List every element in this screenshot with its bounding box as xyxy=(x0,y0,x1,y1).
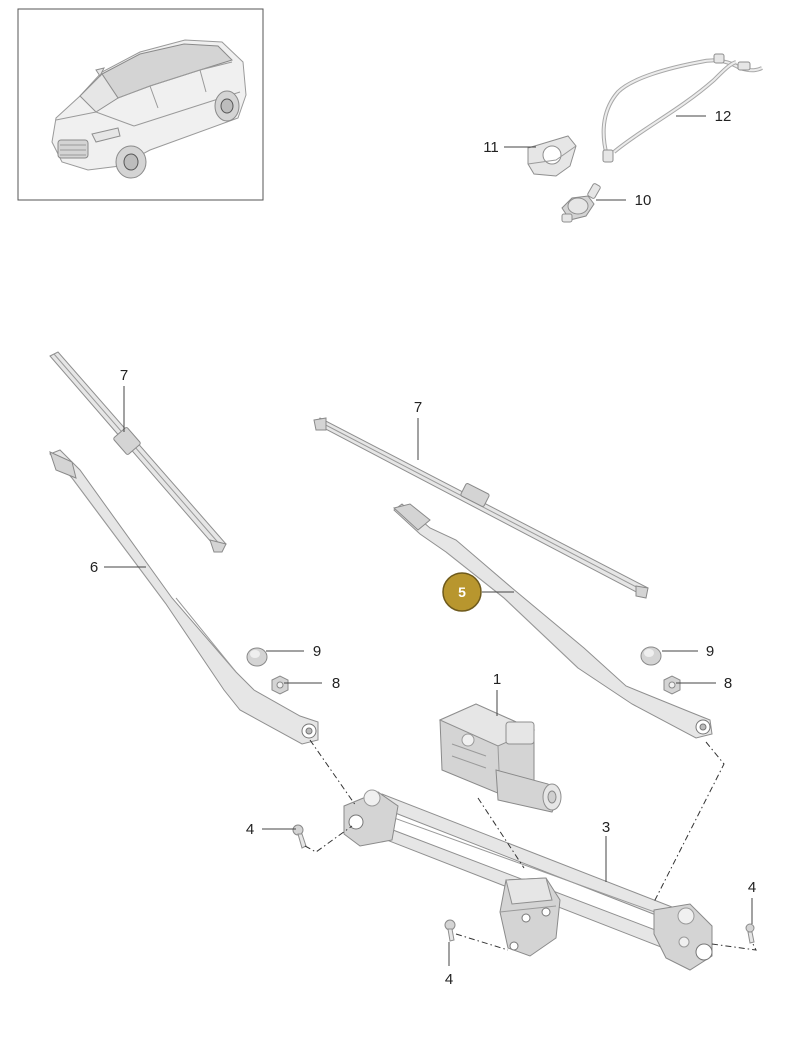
part-4-left-bolt xyxy=(292,824,307,849)
callout-5: 5 xyxy=(458,584,466,600)
part-7-left-wiper-blade xyxy=(49,351,227,553)
part-11-bracket-clip xyxy=(527,135,577,177)
part-6-left-wiper-arm xyxy=(49,449,319,745)
part-1-wiper-motor xyxy=(438,703,562,813)
part-4-bottom-bolt xyxy=(444,919,456,942)
callout-1: 1 xyxy=(493,671,501,688)
callout-9-left: 9 xyxy=(313,643,321,660)
callout-6: 6 xyxy=(90,559,98,576)
part-9-left-cap xyxy=(246,647,268,667)
callout-labels: 7 6 7 5 9 8 9 8 1 3 4 4 4 12 11 10 xyxy=(90,108,756,988)
part-10-washer-nozzle xyxy=(561,183,601,223)
callout-9-right: 9 xyxy=(706,643,714,660)
callout-7-right: 7 xyxy=(414,399,422,416)
part-7-right-wiper-blade xyxy=(313,417,649,599)
vehicle-illustration xyxy=(51,39,247,179)
callout-11: 11 xyxy=(483,139,499,156)
callout-7-left: 7 xyxy=(120,367,128,384)
callout-5-highlighted: 5 xyxy=(442,572,482,612)
callout-5-badge xyxy=(442,572,482,612)
part-3-wiper-linkage xyxy=(343,789,713,971)
part-5-right-wiper-arm xyxy=(392,503,713,739)
part-4-right-bolt xyxy=(745,923,755,944)
vehicle-thumbnail xyxy=(17,8,264,201)
callout-4-left: 4 xyxy=(246,821,254,838)
callout-10: 10 xyxy=(635,192,652,209)
part-8-left-nut xyxy=(271,675,289,695)
callout-4-right: 4 xyxy=(748,879,756,896)
callout-12: 12 xyxy=(715,108,732,125)
callout-4-bottom: 4 xyxy=(445,971,453,988)
callout-8-left: 8 xyxy=(332,675,340,692)
assembly-lines xyxy=(304,739,757,951)
callout-8-right: 8 xyxy=(724,675,732,692)
part-8-right-nut xyxy=(663,675,681,695)
part-12-washer-hose xyxy=(601,53,763,163)
callout-3: 3 xyxy=(602,819,610,836)
part-9-right-cap xyxy=(640,646,662,666)
leader-lines xyxy=(104,115,753,966)
